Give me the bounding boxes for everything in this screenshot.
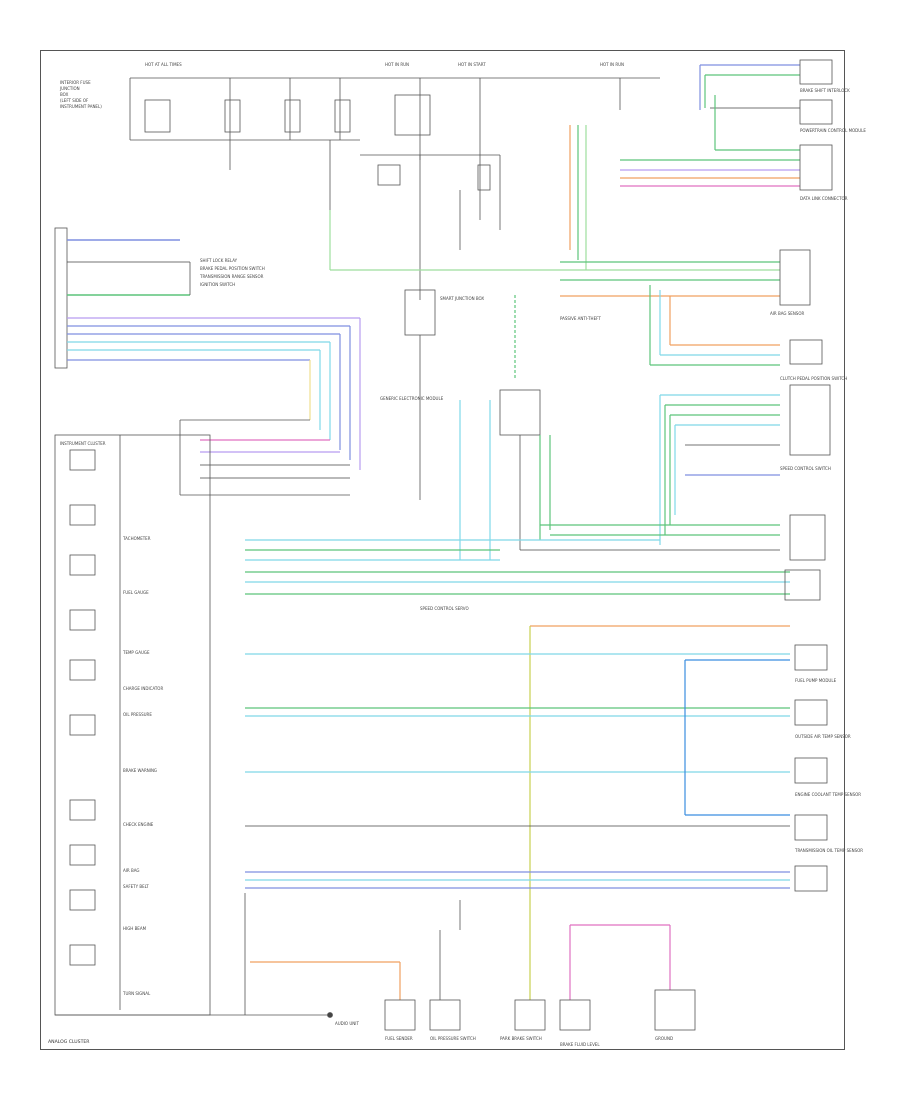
- relay-label-4: IGNITION SWITCH: [200, 282, 235, 287]
- conn-label-6: FUEL PUMP MODULE: [795, 678, 837, 683]
- conn-label-5: SPEED CONTROL SWITCH: [780, 466, 831, 471]
- conn-label-1: POWERTRAIN CONTROL MODULE: [800, 128, 866, 133]
- top-power-bus: [129, 77, 660, 300]
- gauge-label-6: BRAKE WARNING: [123, 768, 157, 773]
- middle-module-labels: SMART JUNCTION BOX GENERIC ELECTRONIC MO…: [380, 296, 601, 611]
- bottom-label-1: OIL PRESSURE SWITCH: [430, 1036, 476, 1041]
- gauge-label-4: CHARGE INDICATOR: [123, 686, 163, 691]
- gauge-label-8: AIR BAG: [123, 868, 139, 873]
- module-label-2: PASSIVE ANTI-THEFT: [560, 316, 601, 321]
- gauge-label-11: TURN SIGNAL: [122, 991, 151, 996]
- bottom-component-labels: FUEL SENDER OIL PRESSURE SWITCH PARK BRA…: [335, 1021, 673, 1047]
- relay-label-2: BRAKE PEDAL POSITION SWITCH: [200, 266, 265, 271]
- bottom-label-3: BRAKE FLUID LEVEL: [560, 1042, 600, 1047]
- right-connector-labels: BRAKE SHIFT INTERLOCK POWERTRAIN CONTROL…: [770, 88, 866, 853]
- gauge-label-3: TEMP GAUGE: [122, 650, 150, 655]
- conn-label-9: TRANSMISSION OIL TEMP SENSOR: [794, 848, 863, 853]
- module-label-0: SMART JUNCTION BOX: [440, 296, 484, 301]
- gauge-label-7: CHECK ENGINE: [123, 822, 154, 827]
- instrument-cluster-box: [54, 434, 330, 1016]
- middle-switch-area: [179, 289, 551, 560]
- conn-label-2: DATA LINK CONNECTOR: [800, 196, 848, 201]
- conn-label-7: OUTSIDE AIR TEMP SENSOR: [795, 734, 851, 739]
- footer-label: ANALOG CLUSTER: [48, 1039, 90, 1045]
- gauge-label-1: TACHOMETER: [122, 536, 151, 541]
- bottom-label-0: FUEL SENDER: [385, 1036, 413, 1041]
- cluster-signal-lines: [245, 539, 828, 1000]
- gauge-label-0: INSTRUMENT CLUSTER: [60, 441, 106, 446]
- bottom-label-4: GROUND: [655, 1036, 673, 1041]
- gauge-label-9: SAFETY BELT: [123, 884, 149, 889]
- relay-label-3: TRANSMISSION RANGE SENSOR: [199, 274, 264, 279]
- conn-label-8: ENGINE COOLANT TEMP SENSOR: [795, 792, 861, 797]
- bottom-label-5: AUDIO UNIT: [335, 1021, 359, 1026]
- fuse-label-3: HOT IN START: [458, 62, 486, 67]
- gauge-label-2: FUEL GAUGE: [123, 590, 149, 595]
- bottom-label-2: PARK BRAKE SWITCH: [500, 1036, 542, 1041]
- cluster-gauge-labels: INSTRUMENT CLUSTER TACHOMETER FUEL GAUGE…: [60, 441, 163, 996]
- relay-label-1: SHIFT LOCK RELAY: [200, 258, 238, 263]
- diagram-frame: [40, 50, 845, 1050]
- conn-label-4: CLUTCH PEDAL POSITION SWITCH: [780, 376, 847, 381]
- fuse-labels: HOT AT ALL TIMES HOT IN RUN HOT IN START…: [145, 62, 624, 67]
- relay-labels: SHIFT LOCK RELAY BRAKE PEDAL POSITION SW…: [199, 258, 265, 287]
- block-line-2: JUNCTION: [59, 86, 80, 91]
- block-line-3: BOX: [60, 92, 69, 97]
- module-label-1: GENERIC ELECTRONIC MODULE: [380, 396, 444, 401]
- conn-label-3: AIR BAG SENSOR: [770, 311, 804, 316]
- right-top-wiring: [329, 59, 833, 366]
- module-label-3: SPEED CONTROL SERVO: [420, 606, 469, 611]
- left-connector-block: [54, 227, 361, 470]
- gauge-label-5: OIL PRESSURE: [123, 712, 152, 717]
- block-line-5: INSTRUMENT PANEL): [60, 104, 102, 109]
- fuse-label-2: HOT IN RUN: [385, 62, 409, 67]
- right-middle-wiring: [520, 384, 831, 561]
- block-line-4: (LEFT SIDE OF: [60, 98, 89, 103]
- conn-label-0: BRAKE SHIFT INTERLOCK: [800, 88, 850, 93]
- fuse-label-4: HOT IN RUN: [600, 62, 624, 67]
- block-line-1: INTERIOR FUSE: [60, 80, 91, 85]
- top-left-block-labels: INTERIOR FUSE JUNCTION BOX (LEFT SIDE OF…: [59, 80, 102, 109]
- fuse-label-1: HOT AT ALL TIMES: [145, 62, 182, 67]
- gauge-label-10: HIGH BEAM: [123, 926, 147, 931]
- bottom-components: [250, 900, 696, 1031]
